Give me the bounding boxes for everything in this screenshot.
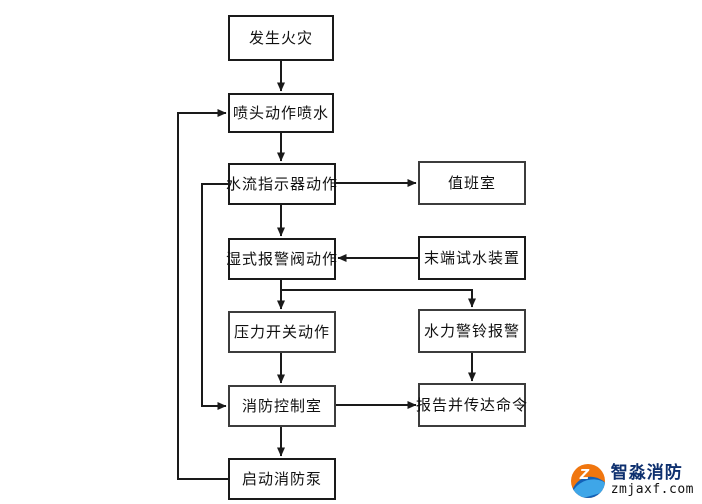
brand-url: zmjaxf.com (610, 482, 694, 498)
edge-flow-to-control-feedback (201, 183, 228, 410)
edge-wetvalve-to-bell (280, 280, 476, 308)
node-start-fire-pump[interactable]: 启动消防泵 (228, 458, 336, 500)
node-duty-room[interactable]: 值班室 (418, 161, 526, 205)
node-end-test-device[interactable]: 末端试水装置 (418, 236, 526, 280)
node-report-and-command[interactable]: 报告并传达命令 (416, 383, 527, 427)
node-pressure-switch[interactable]: 压力开关动作 (228, 311, 336, 353)
watermark: Z 智淼消防 zmjaxf.com (570, 463, 694, 498)
edge-pump-to-sprinkler-feedback (177, 109, 228, 480)
logo-letter: Z (579, 468, 590, 483)
brand-logo-icon: Z (570, 464, 605, 498)
node-fire[interactable]: 发生火灾 (228, 15, 334, 61)
node-hydraulic-alarm-bell[interactable]: 水力警铃报警 (418, 309, 526, 353)
node-sprinkler-activates[interactable]: 喷头动作喷水 (228, 93, 334, 133)
node-water-flow-indicator[interactable]: 水流指示器动作 (226, 163, 337, 205)
brand-name: 智淼消防 (610, 463, 683, 484)
node-fire-control-room[interactable]: 消防控制室 (228, 385, 336, 427)
watermark-text: 智淼消防 zmjaxf.com (610, 463, 694, 498)
node-wet-alarm-valve[interactable]: 湿式报警阀动作 (226, 238, 337, 280)
